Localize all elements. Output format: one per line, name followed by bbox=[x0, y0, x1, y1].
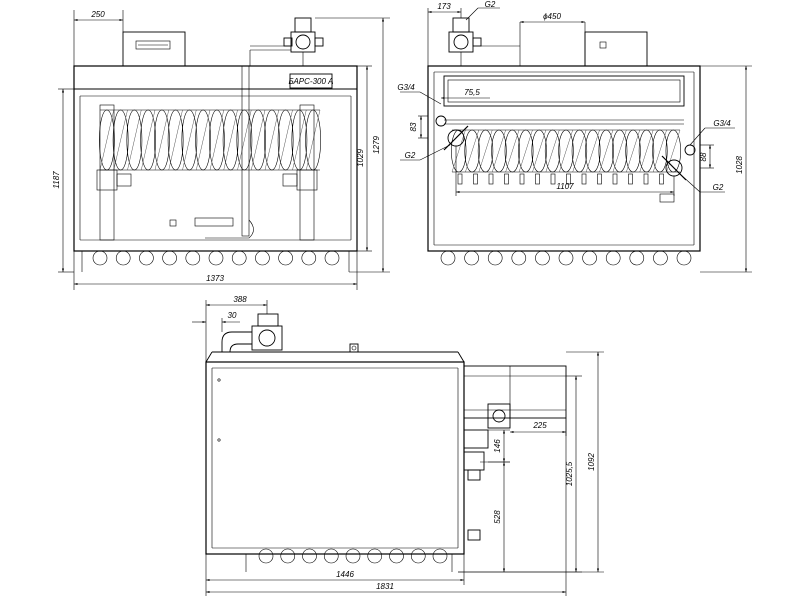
plan-chimney bbox=[463, 365, 567, 419]
burner-nozzle bbox=[92, 250, 108, 266]
front-coil bbox=[99, 109, 321, 171]
burner-nozzle bbox=[278, 250, 293, 266]
nozzle-stub bbox=[550, 173, 556, 185]
dim-88: 88 bbox=[699, 152, 708, 161]
plan-dimensions: 388 30 225 146 528 1025,5 1092 1446 1831 bbox=[192, 295, 604, 596]
burner-nozzle bbox=[345, 548, 361, 564]
dim-1025: 1025,5 bbox=[565, 461, 574, 486]
burner-nozzle bbox=[511, 250, 527, 266]
dim-225: 225 bbox=[532, 421, 547, 430]
nozzle-stub bbox=[473, 173, 478, 185]
burner-nozzle bbox=[162, 250, 177, 266]
plan-body bbox=[205, 361, 465, 555]
dim-g2-left: G2 bbox=[405, 151, 416, 160]
plan-view bbox=[205, 313, 567, 572]
dim-1279: 1279 bbox=[372, 136, 381, 154]
burner-nozzle bbox=[432, 548, 448, 564]
nameplate-label: БАРС-300 А bbox=[289, 77, 334, 86]
burner-nozzle bbox=[389, 548, 404, 564]
nozzle-stub bbox=[488, 173, 494, 185]
dim-g34-left: G3/4 bbox=[397, 83, 415, 92]
burner-nozzle bbox=[280, 548, 296, 564]
nozzle-stub bbox=[581, 173, 587, 185]
dim-g34-right: G3/4 bbox=[713, 119, 731, 128]
nozzle-stub bbox=[612, 173, 618, 185]
dim-528: 528 bbox=[493, 510, 502, 524]
section-left bbox=[435, 115, 469, 151]
burner-nozzle bbox=[324, 250, 340, 266]
nozzle-stub bbox=[457, 173, 463, 185]
burner-nozzle bbox=[208, 250, 224, 266]
nozzle-stub bbox=[643, 173, 649, 185]
dim-g2-top: G2 bbox=[485, 0, 496, 9]
front-dimensions: 250 1373 1187 1029 1279 bbox=[52, 10, 390, 290]
nozzle-stub bbox=[535, 173, 540, 185]
nozzle-stub bbox=[597, 173, 602, 185]
burner-nozzle bbox=[139, 250, 154, 266]
burner-nozzle bbox=[115, 250, 131, 266]
burner-nozzle bbox=[301, 250, 317, 266]
burner-nozzle bbox=[258, 548, 274, 564]
side-top-valve bbox=[448, 17, 520, 66]
burner-nozzle bbox=[582, 250, 597, 266]
nozzle-stub bbox=[659, 173, 664, 185]
dim-250: 250 bbox=[90, 10, 105, 19]
side-coil bbox=[451, 129, 681, 185]
plan-top-valve bbox=[221, 313, 283, 353]
dim-146: 146 bbox=[493, 439, 502, 453]
dim-1107: 1107 bbox=[556, 182, 574, 191]
nozzle-stub bbox=[519, 173, 525, 185]
burner-nozzle bbox=[629, 250, 645, 266]
dim-1028: 1028 bbox=[735, 156, 744, 174]
top-valve bbox=[249, 17, 324, 66]
side-burners bbox=[440, 250, 692, 266]
burner-nozzle bbox=[231, 250, 247, 266]
burner-nozzle bbox=[676, 250, 692, 266]
plan-burners bbox=[258, 548, 448, 564]
dim-1373: 1373 bbox=[206, 274, 224, 283]
nozzle-stub bbox=[566, 173, 571, 185]
burner-nozzle bbox=[440, 250, 456, 266]
burner-nozzle bbox=[255, 250, 270, 266]
burner-nozzle bbox=[535, 250, 550, 266]
nozzle-stub bbox=[504, 173, 509, 185]
burner-nozzle bbox=[558, 250, 574, 266]
dim-755: 75,5 bbox=[464, 88, 480, 97]
control-box bbox=[122, 31, 186, 67]
side-control-box bbox=[584, 31, 648, 67]
front-pipes bbox=[96, 65, 318, 241]
dim-173: 173 bbox=[437, 2, 451, 11]
dim-1029: 1029 bbox=[356, 149, 365, 167]
dim-1831: 1831 bbox=[376, 582, 394, 591]
plan-fittings bbox=[463, 403, 511, 541]
dim-phi450: ϕ450 bbox=[543, 12, 561, 21]
dim-388: 388 bbox=[233, 295, 247, 304]
front-burners bbox=[92, 250, 340, 266]
burner-nozzle bbox=[464, 250, 479, 266]
nozzle-stub bbox=[628, 173, 633, 185]
nameplate bbox=[289, 73, 333, 89]
dim-1187: 1187 bbox=[52, 171, 61, 189]
dim-83: 83 bbox=[409, 122, 418, 131]
burner-nozzle bbox=[410, 548, 426, 564]
burner-nozzle bbox=[367, 548, 383, 564]
side-view bbox=[427, 17, 701, 266]
front-view: БАРС-300 А bbox=[73, 17, 358, 272]
side-dimensions: 173 G2 ϕ450 G3/4 75,5 83 G2 G3/4 88 1107 bbox=[397, 0, 752, 273]
dim-1092: 1092 bbox=[587, 453, 596, 471]
dim-30: 30 bbox=[228, 311, 237, 320]
burner-nozzle bbox=[302, 548, 317, 564]
dim-1446: 1446 bbox=[336, 570, 354, 579]
burner-nozzle bbox=[653, 250, 668, 266]
burner-nozzle bbox=[605, 250, 621, 266]
side-window bbox=[443, 75, 685, 107]
burner-nozzle bbox=[487, 250, 503, 266]
burner-nozzle bbox=[323, 548, 339, 564]
dim-g2-right: G2 bbox=[713, 183, 724, 192]
burner-nozzle bbox=[185, 250, 201, 266]
